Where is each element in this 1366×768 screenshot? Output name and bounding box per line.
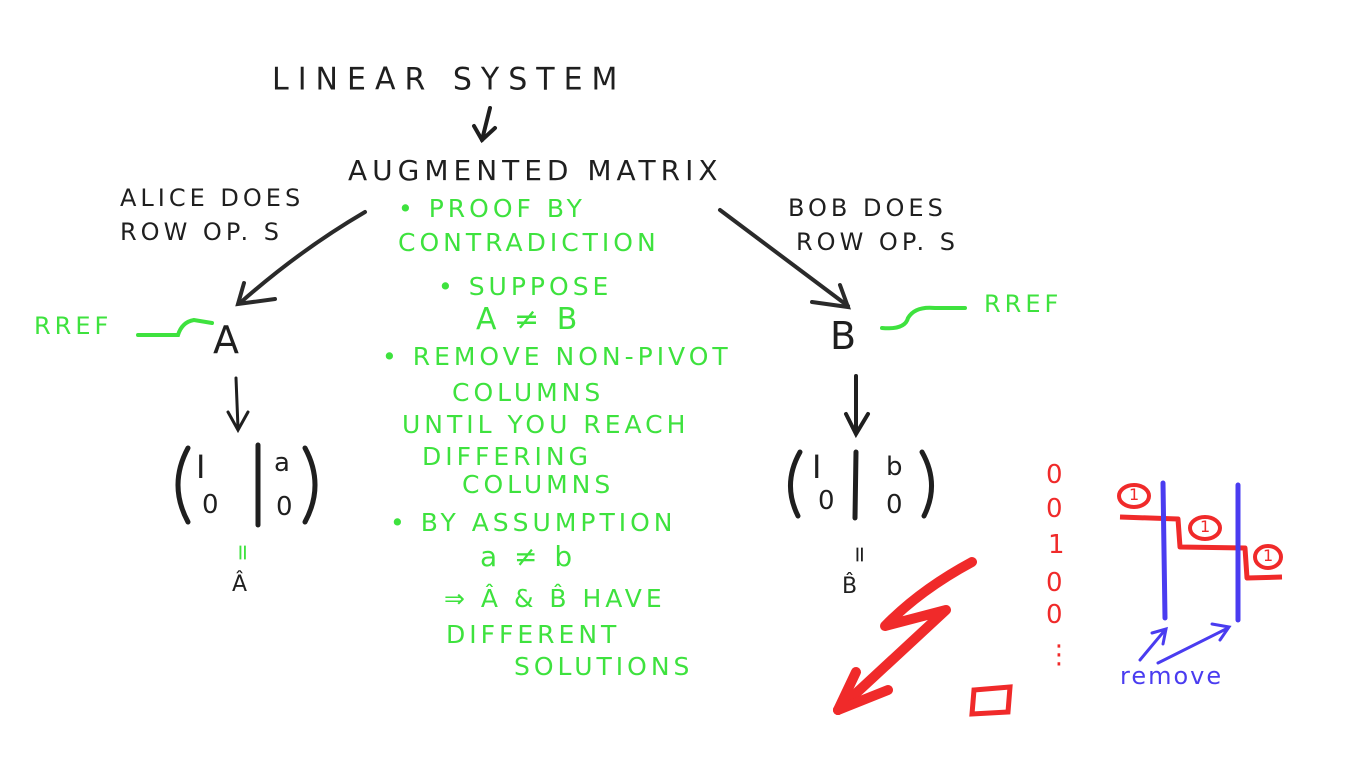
A-hat-label: Â (232, 572, 248, 597)
equals-sign-right: = (846, 545, 872, 564)
alice-line-1: ALICE DOES (120, 184, 305, 212)
bob-line-1: BOB DOES (788, 194, 947, 222)
matrix-A-brackets (175, 442, 318, 528)
proof-line-6: COLUMNS (452, 378, 605, 407)
arrow-to-A (235, 210, 367, 307)
matrix-B-identity: I (812, 448, 822, 486)
proof-line-4: A ≠ B (476, 302, 582, 337)
remove-label: remove (1120, 662, 1224, 690)
arrow-down-title (472, 106, 497, 144)
B-hat-label: B̂ (842, 574, 858, 599)
matrix-B-label: B (830, 314, 857, 358)
proof-line-7: UNTIL YOU REACH (402, 410, 690, 439)
proof-line-14: SOLUTIONS (514, 652, 694, 681)
proof-line-9: COLUMNS (462, 470, 615, 499)
matrix-A-identity: I (196, 448, 206, 486)
pivot-circles (1117, 483, 1283, 570)
rref-label-right: RREF (984, 290, 1063, 318)
pivot-3: 1 (1263, 546, 1274, 565)
blue-column-lines (1160, 480, 1241, 623)
matrix-A-zero-right: 0 (276, 492, 293, 522)
matrix-A-a: a (274, 448, 290, 478)
arrow-to-B (718, 208, 852, 310)
alice-line-2: ROW OP. S (120, 218, 284, 246)
arrow-B-matrix (844, 374, 870, 439)
blue-remove-arrows (1138, 622, 1232, 665)
proof-line-1: • PROOF BY (398, 194, 586, 223)
vector-entry-1: 0 (1046, 460, 1063, 490)
proof-line-10: • BY ASSUMPTION (390, 508, 677, 537)
matrix-B-zero-right: 0 (886, 490, 903, 520)
proof-line-5: • REMOVE NON-PIVOT (382, 342, 732, 371)
rref-hook-right (880, 305, 967, 331)
red-box (969, 684, 1013, 717)
equals-sign-left: = (229, 543, 255, 562)
vector-entry-3: 1 (1048, 530, 1065, 560)
vector-entry-5: 0 (1046, 600, 1063, 630)
augmented-matrix-label: AUGMENTED MATRIX (348, 154, 723, 187)
proof-line-8: DIFFERING (422, 442, 592, 471)
arrow-A-matrix (226, 376, 250, 434)
matrix-B-brackets (787, 449, 935, 521)
matrix-A-zero-left: 0 (202, 490, 219, 520)
vector-entry-4: 0 (1046, 568, 1063, 598)
matrix-B-b: b (886, 452, 903, 482)
red-staircase (1119, 514, 1283, 581)
proof-line-11: a ≠ b (480, 540, 577, 573)
proof-line-3: • SUPPOSE (438, 272, 613, 301)
matrix-A-label: A (213, 318, 239, 362)
rref-hook-left (136, 317, 214, 337)
vector-ellipsis: ⋮ (1046, 640, 1072, 670)
matrix-B-zero-left: 0 (818, 486, 835, 516)
linear-system-label: LINEAR SYSTEM (272, 61, 627, 98)
proof-line-2: CONTRADICTION (398, 228, 660, 257)
rref-label-left: RREF (34, 312, 113, 340)
red-lightning-arrow (833, 557, 977, 715)
proof-line-13: DIFFERENT (446, 620, 621, 649)
pivot-2: 1 (1200, 517, 1211, 536)
proof-line-12: ⇒ Â & B̂ HAVE (444, 584, 666, 613)
pivot-1: 1 (1129, 485, 1140, 504)
bob-line-2: ROW OP. S (796, 228, 960, 256)
vector-entry-2: 0 (1046, 494, 1063, 524)
